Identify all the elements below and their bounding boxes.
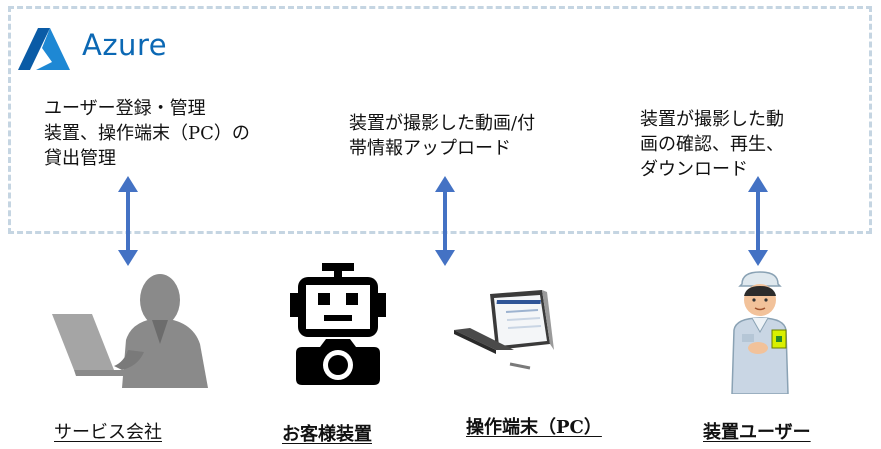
azure-cloud-boundary [8, 6, 872, 234]
double-arrow-icon [748, 176, 768, 266]
actor-label-operation-terminal: 操作端末（PC） [466, 417, 602, 438]
double-arrow-icon [435, 176, 455, 266]
service-company-description: ユーザー登録・管理 装置、操作端末（PC）の 貸出管理 [44, 98, 250, 169]
device-upload-description: 装置が撮影した動画/付 帯情報アップロード [349, 113, 536, 159]
azure-brand-text: Azure [82, 28, 168, 62]
robot-camera-icon [290, 263, 386, 385]
tablet-pc-icon [454, 290, 554, 370]
actor-label-device-user: 装置ユーザー [703, 422, 811, 443]
device-user-description: 装置が撮影した動 画の確認、再生、 ダウンロード [640, 109, 784, 180]
double-arrow-icon [118, 176, 138, 266]
businessman-laptop-icon [52, 274, 208, 388]
azure-logo-icon [18, 28, 70, 70]
worker-icon [731, 271, 789, 394]
actor-label-service-company: サービス会社 [54, 422, 162, 443]
actor-label-customer-device: お客様装置 [282, 424, 372, 445]
